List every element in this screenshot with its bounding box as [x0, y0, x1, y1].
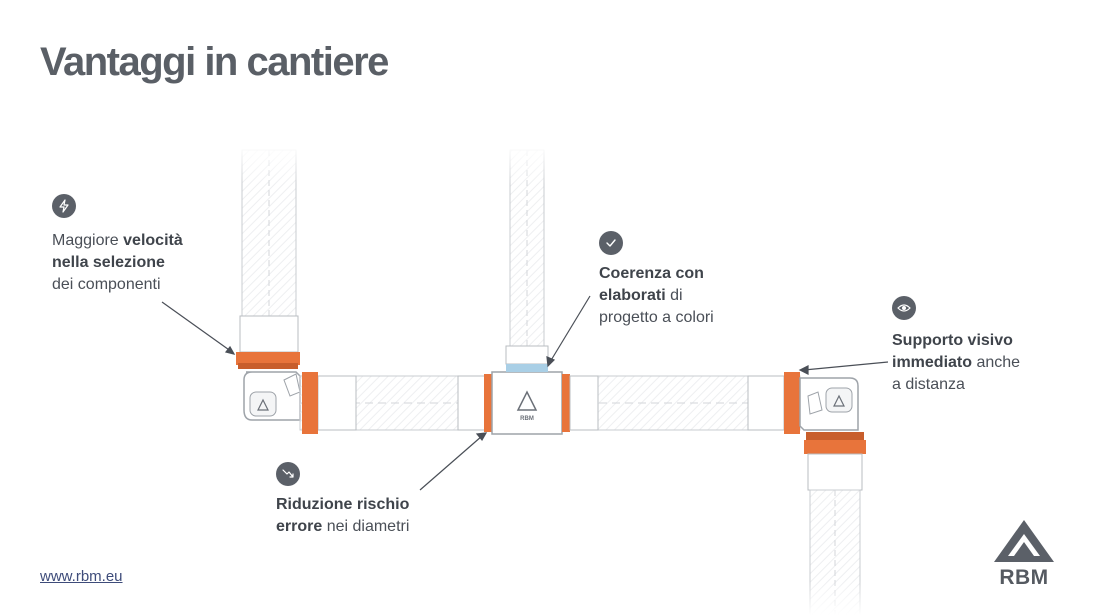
callout-text: nei diametri — [322, 518, 410, 535]
callout-text-bold: velocità — [123, 232, 183, 249]
orange-ring-right — [784, 372, 800, 434]
lightning-icon — [52, 194, 76, 218]
callout-text-bold: Supporto visivo — [892, 332, 1013, 349]
eye-icon — [892, 296, 916, 320]
callout-text: Maggiore — [52, 232, 124, 249]
callout-text: progetto a colori — [599, 309, 714, 326]
svg-text:RBM: RBM — [520, 416, 534, 422]
right-elbow-fitting — [799, 377, 859, 431]
callout-text: dei componenti — [52, 276, 161, 293]
callout-coherence: Coerenza con elaborati di progetto a color… — [599, 263, 714, 329]
callout-text-bold: Riduzione rischio — [276, 496, 410, 513]
page-title: Vantaggi in cantiere — [40, 40, 389, 84]
brand-name: RBM — [999, 566, 1049, 589]
callout-text: a distanza — [892, 376, 965, 393]
leader-line-speed — [161, 301, 233, 353]
leader-line-error — [419, 435, 483, 491]
callout-error-reduction: Riduzione rischio errore nei diametri — [276, 494, 409, 538]
callout-text-bold: immediato — [892, 354, 973, 371]
orange-ring-tee-left — [484, 374, 492, 432]
callout-visual-support: Supporto visivo immediato anche a distanza — [892, 330, 1020, 396]
orange-ring-right-bottom — [804, 440, 866, 454]
callout-text-bold: Coerenza con — [599, 265, 704, 282]
callout-text: anche — [972, 354, 1021, 371]
blue-ring-middle — [506, 364, 548, 372]
callout-text-bold: nella selezione — [52, 254, 165, 271]
rbm-logo — [994, 520, 1054, 562]
leader-lines — [161, 295, 889, 491]
horizontal-pipe: RBM — [299, 371, 801, 435]
website-link[interactable]: www.rbm.eu — [40, 568, 123, 585]
callout-text-bold: elaborati — [599, 287, 666, 304]
callout-text: di — [665, 287, 683, 304]
leader-line-visual — [803, 361, 889, 371]
trend-down-icon — [276, 462, 300, 486]
check-icon — [599, 231, 623, 255]
callout-speed: Maggiore velocità nella selezione dei comp… — [52, 230, 183, 296]
leader-line-coherence — [549, 295, 591, 363]
orange-ring-tee-right — [562, 374, 570, 432]
left-elbow-fitting — [243, 371, 301, 421]
orange-ring-left-top — [236, 352, 300, 365]
callout-text-bold: errore — [276, 518, 323, 535]
orange-ring-left — [302, 372, 318, 434]
